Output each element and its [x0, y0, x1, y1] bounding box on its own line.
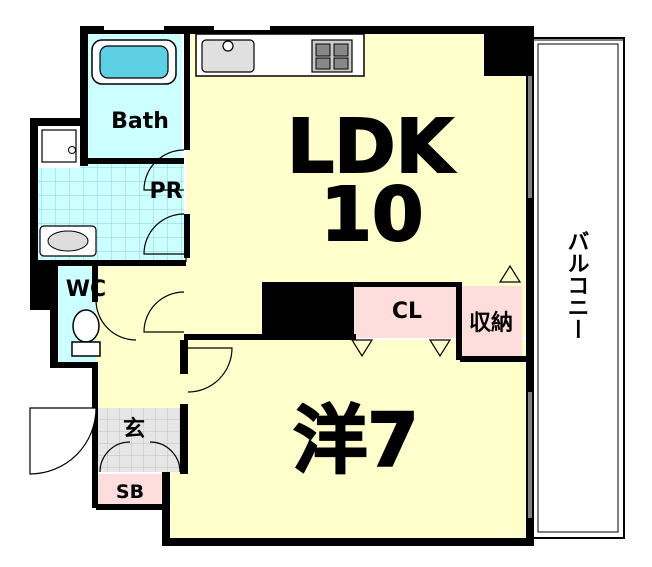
western-room	[168, 340, 526, 540]
ldk-label: LDK	[287, 104, 456, 190]
windows	[104, 26, 532, 518]
powder-room-label: PR	[149, 179, 182, 204]
washer-drain-icon	[41, 129, 77, 163]
closet	[354, 286, 460, 338]
washbasin-icon	[39, 225, 97, 257]
entrance-floor	[96, 408, 182, 472]
ldk-size-label: 10	[321, 172, 424, 258]
storage	[460, 286, 522, 358]
entrance-label: 玄	[123, 416, 145, 442]
storage-label: 収納	[469, 310, 513, 336]
balcony	[531, 37, 625, 539]
bath-label: Bath	[111, 109, 169, 134]
toilet-label: WC	[66, 277, 106, 302]
western-room-label: 洋7	[293, 398, 419, 484]
walls	[30, 26, 534, 546]
closet-label: CL	[392, 299, 422, 324]
shoe-box-label: SB	[116, 481, 144, 503]
shoe-box	[96, 474, 166, 506]
toilet-icon	[71, 309, 101, 357]
balcony-label: バルコニー	[564, 230, 589, 340]
kitchen-counter	[195, 33, 365, 77]
bathtub-icon	[91, 39, 177, 85]
doors	[29, 149, 522, 475]
stove-icon	[311, 39, 353, 73]
sink-icon	[201, 39, 255, 73]
hall	[96, 262, 186, 408]
